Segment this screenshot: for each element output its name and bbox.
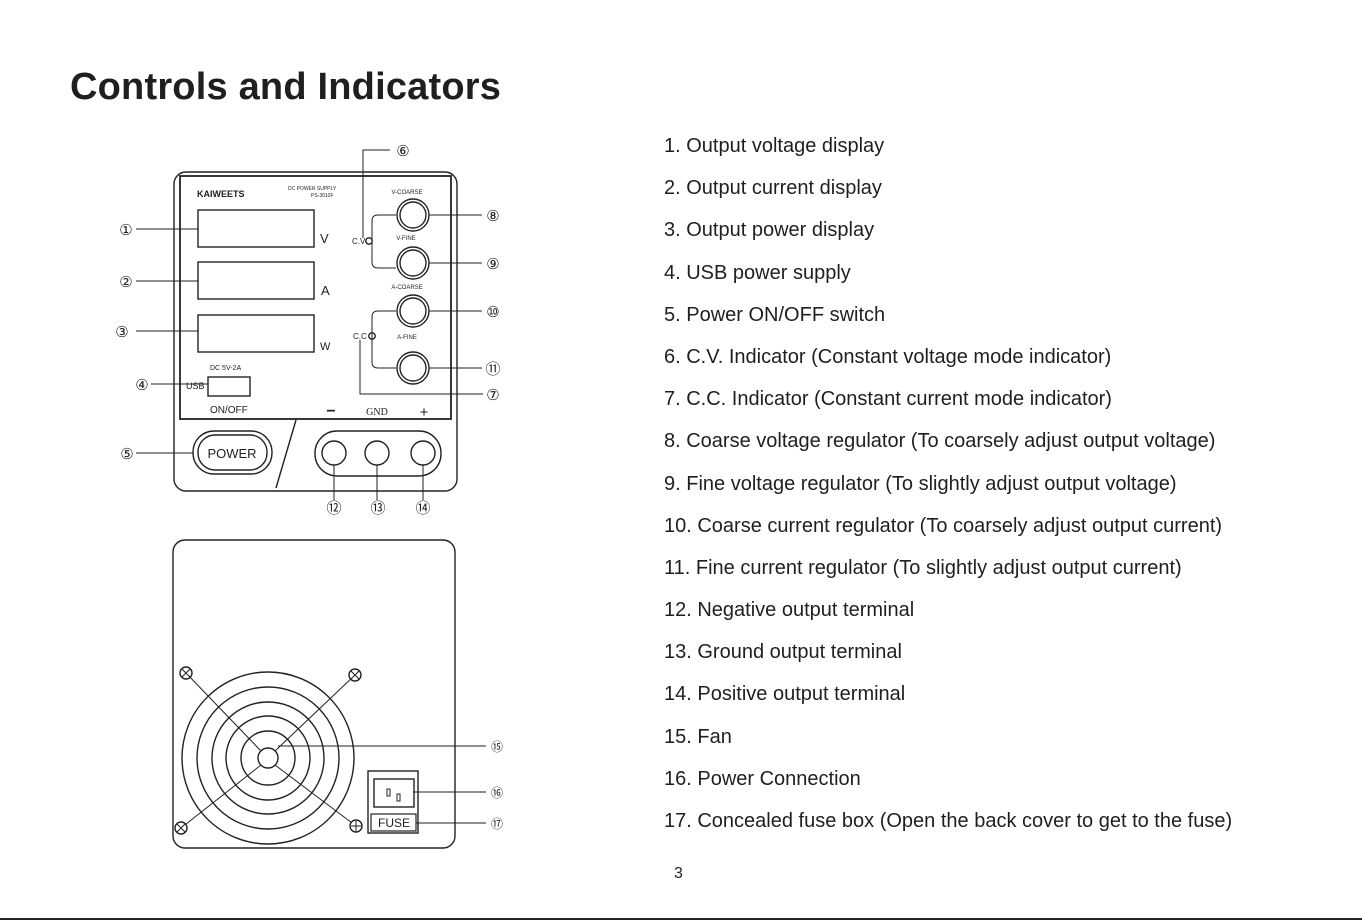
legend-item: 12. Negative output terminal [664,599,915,622]
callout-8: ⑧ [486,208,499,225]
usb-port [207,376,251,397]
callout-16: ⑯ [491,786,503,800]
power-inlet-pin-right [396,793,401,802]
callout-1: ① [119,222,132,239]
model-line-2: PS-3010F [311,193,334,199]
gnd-label: GND [366,407,388,418]
power-button-label: POWER [207,446,256,461]
v-fine-knob [396,246,430,280]
plus-label: + [420,404,429,421]
v-coarse-knob-inner [399,201,427,229]
a-coarse-knob [396,294,430,328]
callout-14: ⑭ [415,500,430,517]
v-coarse-label: V-COARSE [391,190,422,196]
page-title: Controls and Indicators [70,66,502,108]
callout-17: ⑰ [491,817,503,831]
front-panel-display-area [179,175,452,420]
cv-indicator-led [365,237,373,245]
terminal-block [314,430,442,477]
callout-15: ⑮ [491,740,503,754]
bottom-rule [0,918,1362,920]
unit-volts: V [320,231,329,246]
current-display [197,261,315,300]
front-callout-numbers: ① ② ③ ④ ⑤ ⑥ ⑧ ⑨ ⑩ ⑪ ⑦ ⑫ ⑬ ⑭ [115,143,500,517]
callout-4: ④ [135,377,148,394]
legend-item: 15. Fan [664,725,732,748]
cv-bracket [371,214,396,269]
positive-terminal [410,440,436,466]
a-fine-knob-inner [399,354,427,382]
legend-item: 5. Power ON/OFF switch [664,303,886,326]
rear-callout-numbers: ⑮ ⑯ ⑰ [491,740,503,831]
model-line-1: DC POWER SUPPLY [288,186,337,192]
cc-label: C.C [353,332,367,341]
legend-item: 4. USB power supply [664,261,851,284]
cv-label: C.V [352,237,366,246]
callout-5: ⑤ [120,446,133,463]
legend-item: 13. Ground output terminal [664,641,902,664]
power-button-inner [197,434,268,471]
callout-3: ③ [115,324,128,341]
usb-rating: DC 5V-2A [210,365,241,372]
legend-item: 16. Power Connection [664,767,861,790]
rear-callout-lines [278,745,486,824]
legend-item: 14. Positive output terminal [664,683,906,706]
front-callout-lines [136,149,483,500]
panel-divider [275,419,297,489]
front-panel-labels: KAIWEETS DC POWER SUPPLY PS-3010F V A W … [186,186,429,461]
front-panel [173,171,458,492]
legend-item: 9. Fine voltage regulator (To slightly a… [664,472,1177,495]
rear-panel [172,539,456,849]
callout-13: ⑬ [370,500,385,517]
legend-item: 7. C.C. Indicator (Constant current mode… [664,388,1112,411]
legend-item: 1. Output voltage display [664,135,885,157]
legend-item: 10. Coarse current regulator (To coarsel… [664,514,1223,537]
power-display [197,314,315,353]
callout-12: ⑫ [326,500,341,517]
callout-10: ⑩ [486,304,499,321]
legend-list: 1. Output voltage display 2. Output curr… [664,131,1232,848]
rear-panel-outline [172,539,456,849]
power-inlet-housing [367,770,419,834]
a-coarse-label: A-COARSE [391,285,422,291]
v-fine-label: V-FINE [396,236,415,242]
front-panel-outline [173,171,458,492]
a-fine-knob [396,351,430,385]
legend-item: 11. Fine current regulator (To slightly … [664,556,1182,579]
usb-label: USB [186,381,205,391]
fan [174,666,363,845]
ground-terminal [364,440,390,466]
fuse-label: FUSE [378,816,410,830]
callout-2: ② [119,274,132,291]
unit-watts: W [320,341,331,353]
voltage-display [197,209,315,248]
brand-logo: KAIWEETS [197,189,245,199]
a-fine-label: A-FINE [397,335,417,341]
a-coarse-knob-inner [399,297,427,325]
callout-6: ⑥ [396,143,409,160]
onoff-label: ON/OFF [210,405,248,416]
panel-diagram: KAIWEETS DC POWER SUPPLY PS-3010F V A W … [115,143,503,849]
cc-bracket [371,310,396,369]
minus-label: − [326,403,335,420]
page-number: 3 [674,865,683,882]
callout-7: ⑦ [486,387,499,404]
power-inlet-socket [373,778,415,808]
unit-amps: A [321,283,330,298]
negative-terminal [321,440,347,466]
power-inlet-pin-left [386,788,391,797]
callout-9: ⑨ [486,256,499,273]
legend-item: 17. Concealed fuse box (Open the back co… [664,810,1233,832]
cc-indicator-led [368,332,376,340]
v-coarse-knob [396,198,430,232]
legend-item: 2. Output current display [664,177,882,200]
legend-item: 3. Output power display [664,219,875,242]
legend-item: 6. C.V. Indicator (Constant voltage mode… [664,345,1112,368]
v-fine-knob-inner [399,249,427,277]
callout-11: ⑪ [485,361,500,378]
legend-item: 8. Coarse voltage regulator (To coarsely… [664,430,1216,453]
